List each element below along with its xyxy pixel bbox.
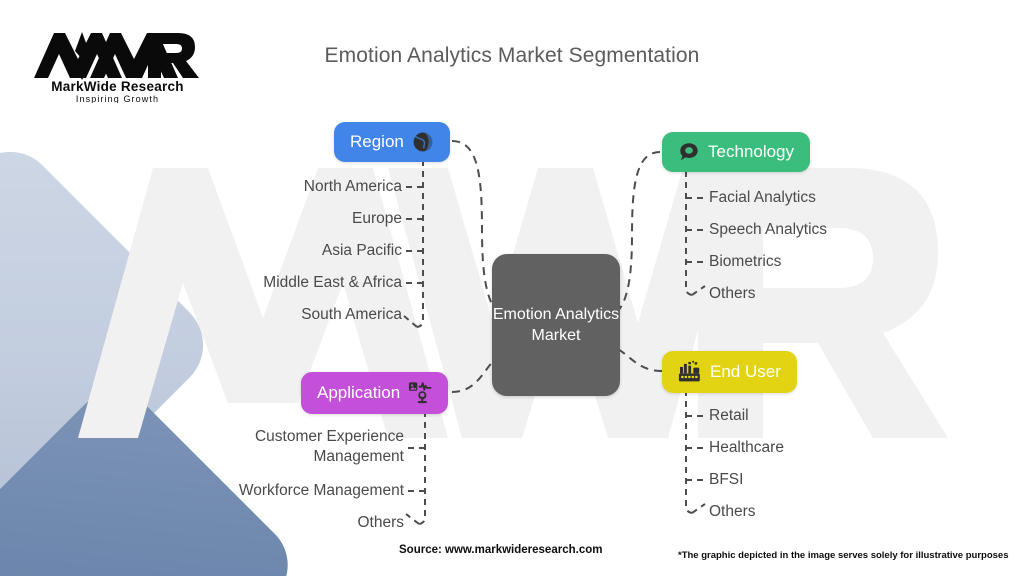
leaf-enduser-bfsi[interactable]: BFSI	[709, 471, 744, 488]
leaf-region-asia-pacific[interactable]: Asia Pacific	[321, 242, 402, 259]
leaf-technology-facial-analytics[interactable]: Facial Analytics	[709, 189, 816, 206]
branch-label-region: Region	[350, 132, 404, 151]
factory-icon	[678, 360, 702, 384]
leaf-application-customer-experience-management[interactable]: Customer Experience Management	[254, 428, 404, 465]
leaf-region-south-america[interactable]: South America	[301, 306, 402, 323]
branch-label-technology: Technology	[708, 142, 795, 161]
branch-label-enduser: End User	[710, 362, 781, 381]
leaf-application-others[interactable]: Others	[357, 514, 404, 531]
leaf-technology-others[interactable]: Others	[709, 285, 756, 302]
leaf-enduser-retail[interactable]: Retail	[709, 407, 749, 424]
leaf-region-north-america[interactable]: North America	[303, 178, 402, 195]
branch-label-application: Application	[317, 383, 401, 402]
leaf-enduser-healthcare[interactable]: Healthcare	[709, 439, 784, 456]
leaf-technology-biometrics[interactable]: Biometrics	[709, 253, 782, 270]
globe-icon	[412, 131, 434, 153]
page-title: Emotion Analytics Market Segmentation	[324, 44, 700, 67]
branch-node-application[interactable]: Application	[301, 372, 449, 414]
center-node[interactable]: Emotion Analytics Market	[492, 254, 620, 396]
branch-node-enduser[interactable]: End User	[662, 351, 797, 393]
center-node-label: Emotion Analytics Market	[492, 306, 620, 344]
company-logo: MarkWide Research Inspiring Growth	[30, 28, 205, 103]
speech-bubble-icon	[678, 141, 700, 163]
leaf-enduser-others[interactable]: Others	[709, 503, 756, 520]
svg-text:MarkWide Research: MarkWide Research	[51, 79, 183, 94]
disclaimer-note: *The graphic depicted in the image serve…	[678, 550, 1009, 561]
leaf-region-middle-east-africa[interactable]: Middle East & Africa	[263, 274, 402, 291]
source-note[interactable]: Source: www.markwideresearch.com	[399, 544, 603, 556]
leaf-technology-speech-analytics[interactable]: Speech Analytics	[709, 221, 828, 238]
branch-node-technology[interactable]: Technology	[662, 132, 811, 172]
leaf-region-europe[interactable]: Europe	[352, 210, 402, 227]
analysis-monitor-icon	[408, 381, 432, 405]
svg-text:Inspiring Growth: Inspiring Growth	[76, 94, 159, 103]
branch-node-region[interactable]: Region	[334, 122, 450, 162]
leaf-application-workforce-management[interactable]: Workforce Management	[238, 482, 404, 499]
